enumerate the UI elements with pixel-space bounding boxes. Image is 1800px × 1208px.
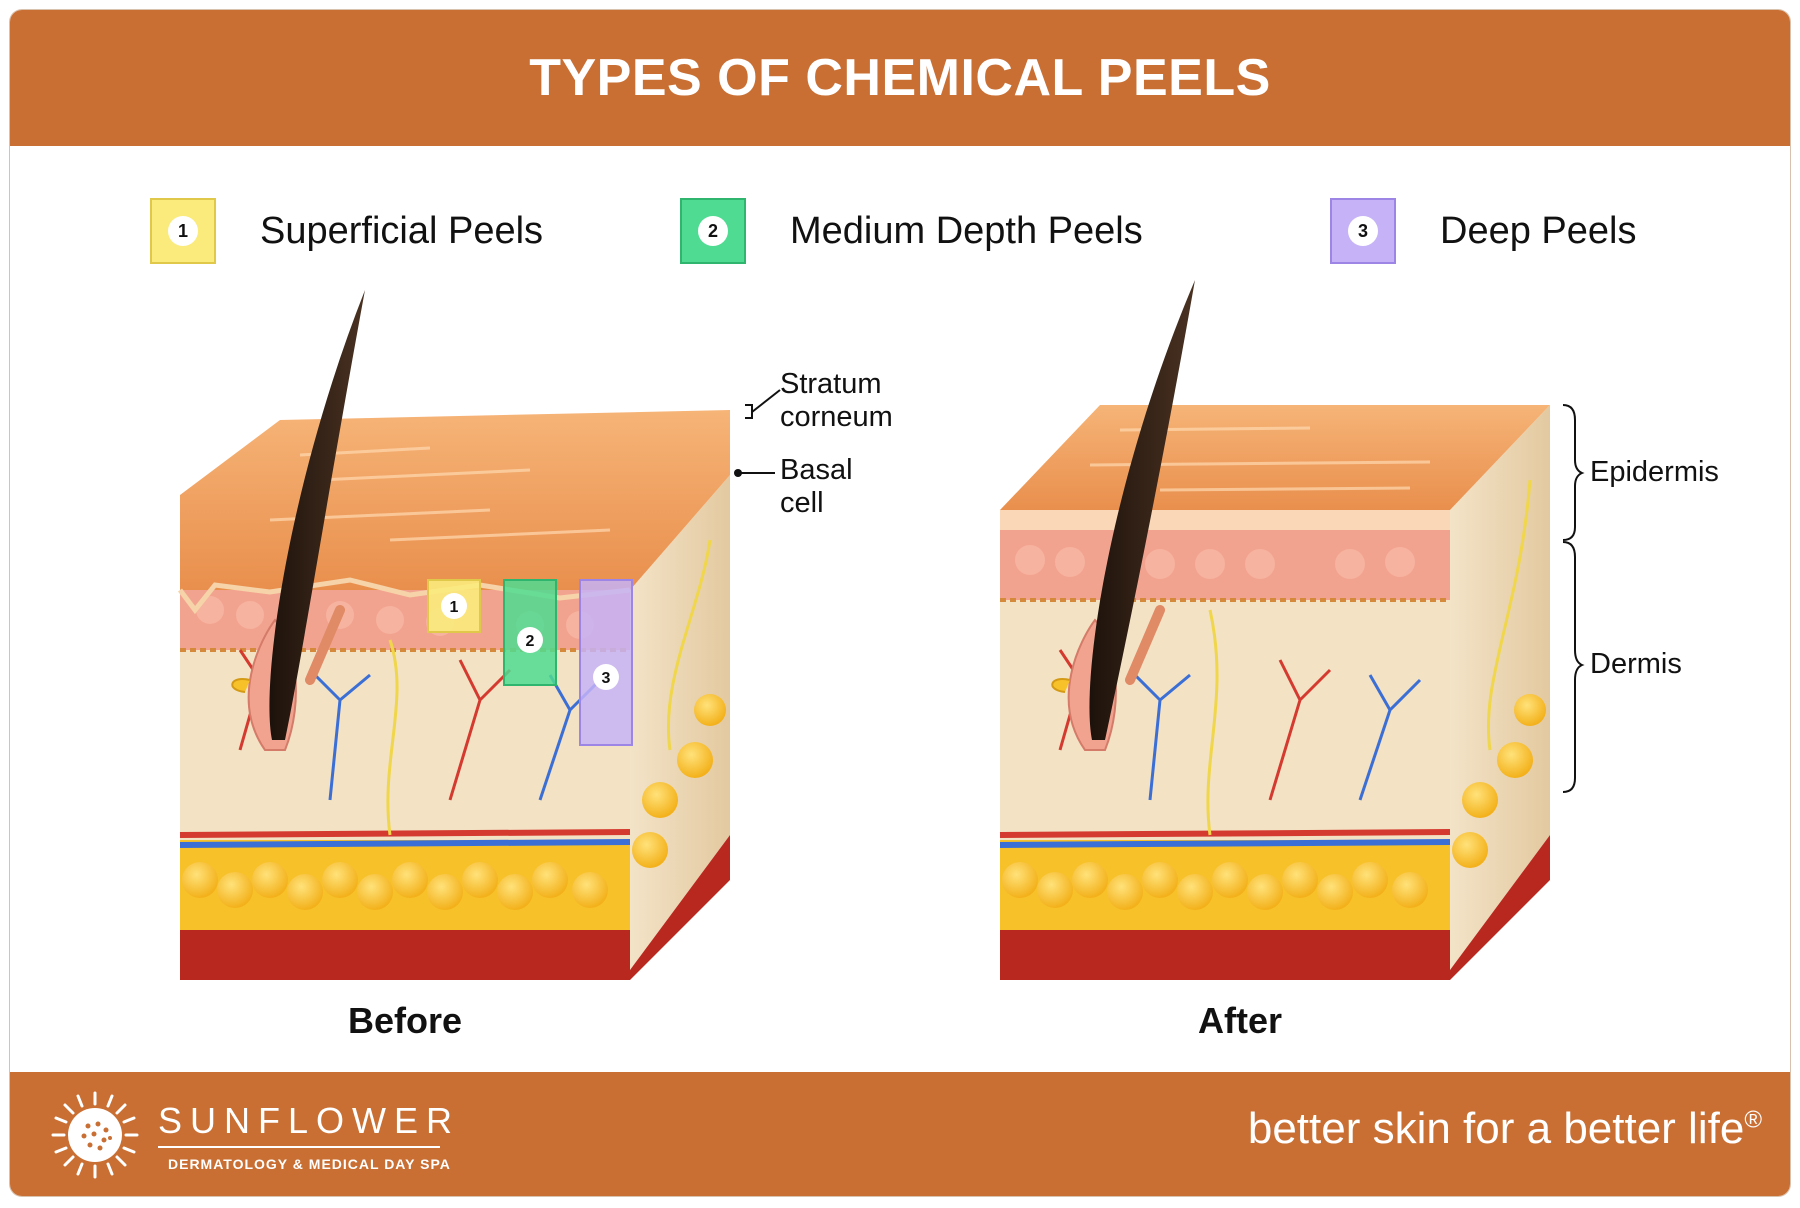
infographic-frame: TYPES OF CHEMICAL PEELS 1 Superficial Pe…	[10, 10, 1790, 1196]
legend-swatch-2: 2	[680, 198, 746, 264]
legend-item-medium: 2 Medium Depth Peels	[680, 196, 1143, 266]
page-title: TYPES OF CHEMICAL PEELS	[529, 49, 1271, 107]
legend-swatch-3: 3	[1330, 198, 1396, 264]
brand-subtitle: DERMATOLOGY & MEDICAL DAY SPA	[168, 1156, 451, 1172]
caption-after: After	[1197, 1000, 1283, 1041]
peel-depth-marker-1-label: 1	[450, 599, 459, 616]
label-dermis: Dermis	[1590, 648, 1682, 680]
label-corneum: corneum	[780, 401, 893, 433]
trademark-symbol: ®	[1744, 1106, 1762, 1134]
label-basal-cell: Basal cell	[780, 454, 853, 520]
legend-swatch-1: 1	[150, 198, 216, 264]
legend-item-superficial: 1 Superficial Peels	[150, 196, 543, 266]
sunflower-logo-icon	[51, 1091, 139, 1179]
legend-number-2: 2	[698, 216, 728, 246]
legend-label-superficial: Superficial Peels	[260, 209, 544, 252]
label-stratum-corneum: Stratum corneum	[780, 368, 893, 434]
peel-depth-marker-3-label: 3	[602, 670, 611, 687]
label-stratum: Stratum	[780, 368, 882, 400]
legend-number-3: 3	[1348, 216, 1378, 246]
brand-divider	[158, 1146, 440, 1148]
label-cell: cell	[780, 487, 824, 519]
tagline: better skin for a better life®	[1248, 1104, 1762, 1154]
legend-label-deep: Deep Peels	[1440, 209, 1637, 252]
footer-banner: SUNFLOWER DERMATOLOGY & MEDICAL DAY SPA …	[10, 1072, 1790, 1196]
legend-label-medium: Medium Depth Peels	[790, 209, 1143, 252]
peel-depth-marker-2-label: 2	[526, 633, 535, 650]
label-basal: Basal	[780, 454, 853, 486]
before-skin-block: 1 2 3	[178, 290, 781, 980]
legend-item-deep: 3 Deep Peels	[1330, 196, 1636, 266]
label-epidermis: Epidermis	[1590, 456, 1719, 488]
legend-number-1: 1	[168, 216, 198, 246]
peel-depth-marker-3	[579, 579, 633, 746]
brand-name: SUNFLOWER	[158, 1100, 461, 1141]
after-skin-block	[999, 280, 1585, 980]
peel-depth-marker-1	[427, 579, 481, 633]
dermis-bracket	[1562, 541, 1585, 793]
tagline-text: better skin for a better life	[1247, 1104, 1745, 1153]
skin-cross-section-diagram: 1 2 3	[178, 280, 1585, 980]
header-banner: TYPES OF CHEMICAL PEELS	[10, 10, 1790, 146]
caption-before: Before	[347, 1000, 463, 1041]
epidermis-bracket	[1562, 404, 1585, 541]
